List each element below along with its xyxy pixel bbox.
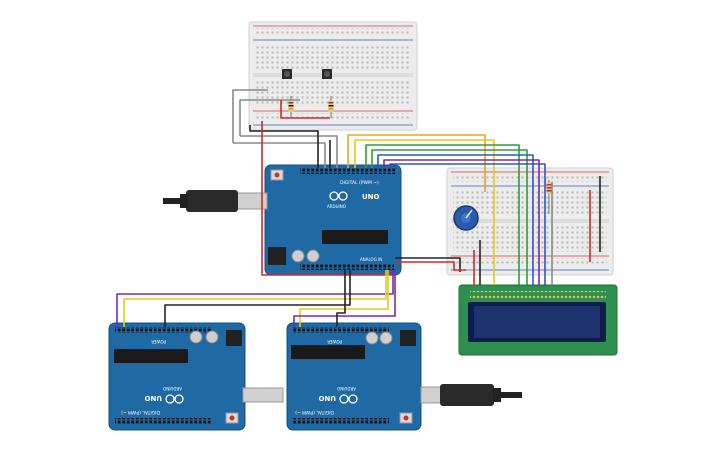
push-button-1[interactable] <box>282 69 292 79</box>
potentiometer[interactable] <box>453 205 479 231</box>
breadboard-top[interactable] <box>248 21 418 131</box>
board-left-power-label: POWER <box>151 339 166 344</box>
usb-cable-icon <box>163 190 268 212</box>
board-top-digital-label: DIGITAL (PWM ~) <box>340 180 379 186</box>
wire-green-2 <box>371 149 528 285</box>
board-left-digital-label: DIGITAL (PWM ~) <box>121 409 160 415</box>
board-left-brand: ARDUINO <box>163 386 182 391</box>
board-top-brand: ARDUINO <box>327 204 346 209</box>
resistor-1[interactable] <box>288 96 294 118</box>
usb-cable-icon <box>242 387 284 403</box>
wires <box>116 89 601 327</box>
arduino-uno-bottom-right[interactable]: UNO ARDUINO DIGITAL (PWM ~) POWER <box>286 322 422 431</box>
arduino-infinity-logo-icon <box>329 191 348 201</box>
board-left-model: UNO <box>144 394 162 402</box>
wire-purple-right <box>293 270 396 327</box>
wire-yellow-left <box>123 270 387 327</box>
wire-green-1 <box>365 144 520 285</box>
wire-blue-1 <box>377 154 534 285</box>
push-button-2[interactable] <box>322 69 332 79</box>
resistor-2[interactable] <box>328 96 334 118</box>
board-right-brand: ARDUINO <box>337 386 356 391</box>
wire-purple-lcd <box>383 159 540 285</box>
wire-black-right <box>336 270 346 327</box>
wire-black-top <box>249 125 319 168</box>
arduino-uno-bottom-left[interactable]: UNO ARDUINO DIGITAL (PWM ~) POWER <box>108 322 246 431</box>
arduino-uno-top[interactable]: DIGITAL (PWM ~) UNO ARDUINO ANALOG IN <box>264 164 402 276</box>
usb-cable-icon <box>420 384 522 406</box>
arduino-infinity-logo-icon <box>339 394 358 404</box>
wire-gray-4 <box>240 135 338 168</box>
board-right-model: UNO <box>318 394 336 402</box>
wire-blue-2 <box>389 163 546 285</box>
board-top-analog-label: ANALOG IN <box>360 257 382 262</box>
arduino-infinity-logo-icon <box>165 394 184 404</box>
resistor-3[interactable] <box>546 180 552 214</box>
wire-black-power <box>395 257 461 272</box>
wire-black-left <box>164 270 351 327</box>
breadboard-right[interactable] <box>446 167 614 276</box>
wire-yellow-lcd <box>354 139 495 285</box>
wire-red-power <box>395 261 466 271</box>
wire-gray-1 <box>232 89 268 143</box>
board-right-digital-label: DIGITAL (PWM ~) <box>295 409 334 415</box>
board-right-power-label: POWER <box>327 339 342 344</box>
board-top-model: UNO <box>362 193 380 201</box>
wire-yellow-right <box>299 270 389 327</box>
wire-purple-left <box>116 270 394 327</box>
wire-gray-2 <box>233 142 326 168</box>
wire-gray-3 <box>239 99 300 136</box>
lcd-16x2[interactable] <box>458 284 618 356</box>
wire-red-top-2 <box>280 100 330 119</box>
